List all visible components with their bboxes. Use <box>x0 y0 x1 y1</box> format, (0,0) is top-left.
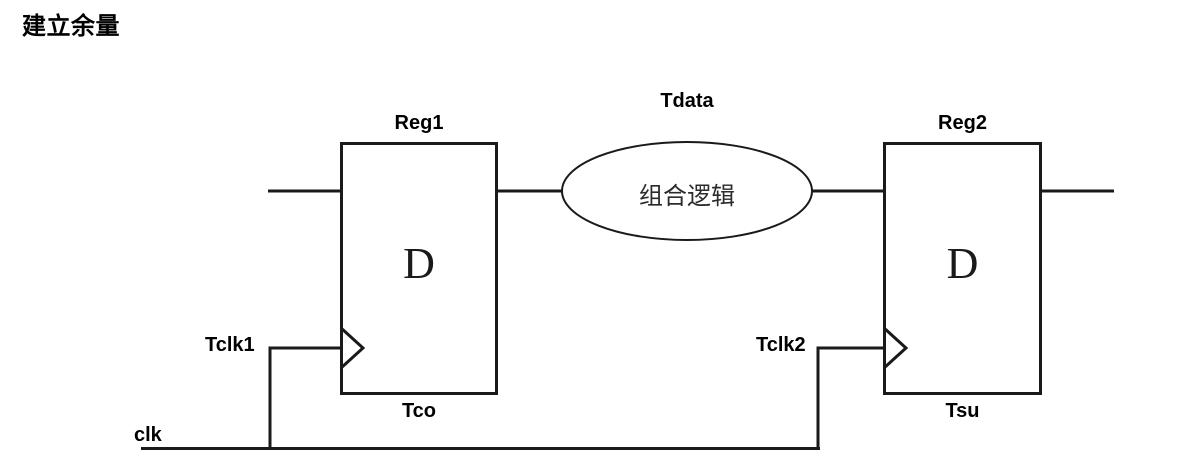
reg1-box[interactable] <box>340 142 498 395</box>
reg2-clock-label: Tclk2 <box>756 334 806 356</box>
clk-label: clk <box>134 424 162 446</box>
reg2-bottom-label: Tsu <box>945 400 980 422</box>
reg1-body-label: D <box>403 239 435 288</box>
reg1-clock-triangle-icon <box>339 326 366 370</box>
reg1-bottom-label: Tco <box>401 400 437 422</box>
clk-branch-reg2-wire <box>816 346 885 448</box>
reg1-top-label: Reg1 <box>394 112 444 134</box>
reg2-top-label: Reg2 <box>938 112 987 134</box>
reg2-clock-triangle-icon <box>882 326 909 370</box>
reg1-clock-label: Tclk1 <box>205 334 255 356</box>
clk-branch-reg1-wire <box>268 346 342 448</box>
reg2-body-label: D <box>946 239 979 288</box>
combinational-logic-label: 组合逻辑 <box>639 184 735 210</box>
tdata-label: Tdata <box>660 90 714 112</box>
page-title: 建立余量 <box>22 13 120 40</box>
reg2-box[interactable] <box>883 142 1042 395</box>
